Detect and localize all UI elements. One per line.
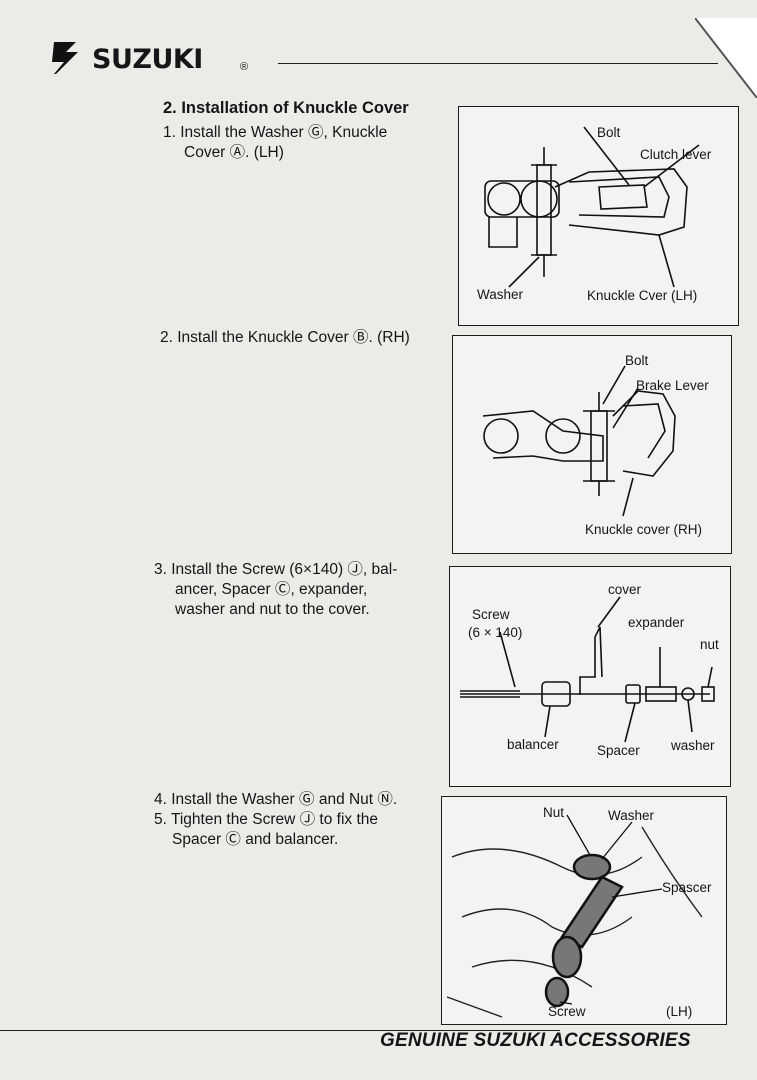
label-washer: washer: [671, 738, 715, 753]
label-spacer: Spascer: [662, 880, 712, 895]
installed-assembly-drawing: [446, 814, 703, 1018]
label-knuckle-cover-lh: Knuckle Cver (LH): [587, 288, 698, 303]
knuckle-cover-lh-drawing: [484, 126, 700, 288]
step-line: washer and nut to the cover.: [175, 601, 370, 618]
step-4-5: 4. Install the Washer Ⓖ and Nut Ⓝ. 5. Ti…: [154, 790, 397, 850]
step-line: Cover Ⓐ. (LH): [184, 144, 284, 161]
step-line: 3. Install the Screw (6×140) Ⓙ, bal-: [154, 561, 398, 578]
label-bolt: Bolt: [597, 125, 621, 140]
knuckle-cover-rh-drawing: [482, 365, 676, 517]
step-line: Spacer Ⓒ and balancer.: [172, 831, 339, 848]
brand-logo-text: SUZUKI: [92, 44, 203, 75]
step-line: 4. Install the Washer Ⓖ and Nut Ⓝ.: [154, 791, 398, 808]
label-screw: Screw: [472, 607, 510, 622]
assembly-drawing: [460, 596, 715, 743]
label-washer: Washer: [477, 287, 524, 302]
step-line: 5. Tighten the Screw Ⓙ to fix the: [154, 811, 379, 828]
label-knuckle-cover-rh: Knuckle cover (RH): [585, 522, 703, 537]
section-title: 2. Installation of Knuckle Cover: [163, 99, 409, 117]
figure-knuckle-cover-lh: Bolt Clutch lever Washer Knuckle Cver (L…: [458, 106, 739, 326]
label-bolt: Bolt: [625, 353, 649, 368]
footer-rule: [0, 1030, 560, 1031]
suzuki-logo-icon: [52, 42, 78, 74]
label-clutch-lever: Clutch lever: [640, 147, 712, 162]
step-line: ancer, Spacer Ⓒ, expander,: [175, 581, 368, 598]
label-balancer: balancer: [507, 737, 559, 752]
label-nut: nut: [700, 637, 719, 652]
step-1: 1. Install the Washer Ⓖ, Knuckle Cover Ⓐ…: [163, 123, 387, 163]
label-brake-lever: Brake Lever: [636, 378, 709, 393]
page-corner-fold: [695, 18, 757, 98]
label-screw: Screw: [548, 1004, 586, 1019]
label-cover: cover: [608, 582, 642, 597]
header-rule: [278, 63, 718, 64]
figure-knuckle-cover-rh: Bolt Brake Lever Knuckle cover (RH): [452, 335, 732, 554]
step-line: 1. Install the Washer Ⓖ, Knuckle: [163, 124, 388, 141]
label-spacer: Spacer: [597, 743, 640, 758]
step-3: 3. Install the Screw (6×140) Ⓙ, bal- anc…: [154, 560, 397, 620]
figure-installed-photo: Nut Washer Spascer Screw (LH): [441, 796, 727, 1025]
label-washer: Washer: [608, 808, 655, 823]
label-nut: Nut: [543, 805, 565, 820]
label-expander: expander: [628, 615, 685, 630]
step-line: 2. Install the Knuckle Cover Ⓑ. (RH): [160, 329, 410, 346]
label-screw-size: (6 × 140): [468, 625, 523, 640]
footer-title: GENUINE SUZUKI ACCESSORIES: [380, 1030, 691, 1051]
registered-mark: ®: [240, 61, 249, 73]
step-2: 2. Install the Knuckle Cover Ⓑ. (RH): [160, 328, 410, 348]
figure-assembly: cover Screw (6 × 140) expander nut balan…: [449, 566, 731, 787]
label-side-lh: (LH): [666, 1004, 693, 1019]
